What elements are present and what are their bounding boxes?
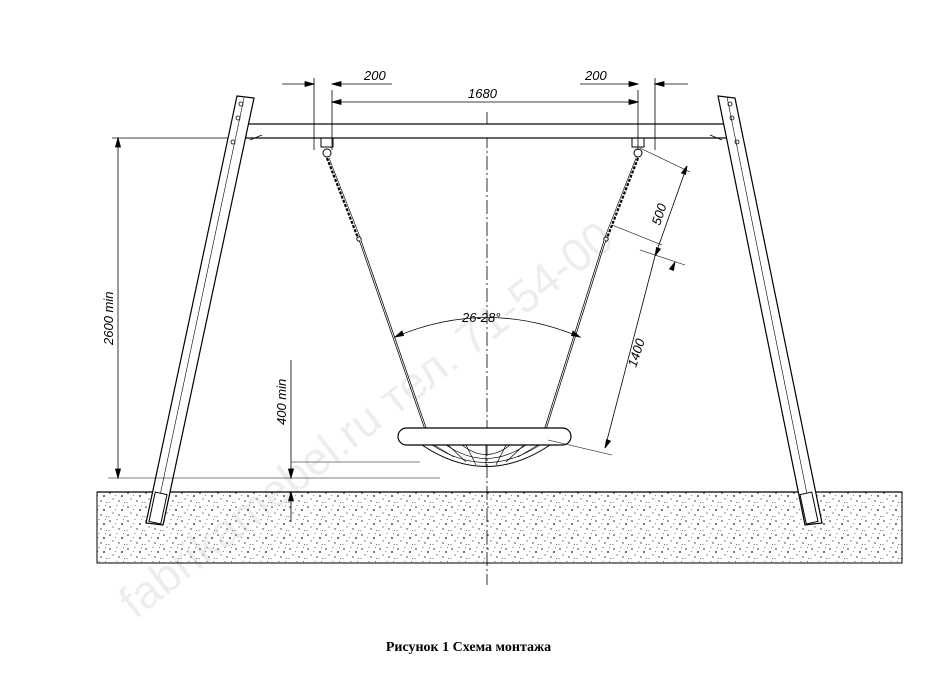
right-post <box>709 95 823 526</box>
nest-seat <box>397 427 572 467</box>
dim-angle: 26-28° <box>461 310 500 325</box>
ground-block <box>96 491 903 564</box>
crossbar <box>245 123 729 139</box>
dimension-lines <box>108 78 691 522</box>
dim-span: 1680 <box>468 86 498 101</box>
dim-chain-length: 500 <box>649 201 670 227</box>
dim-clearance: 400 min <box>274 379 289 425</box>
figure-caption: Рисунок 1 Схема монтажа <box>385 640 552 655</box>
left-suspension <box>320 137 428 431</box>
watermark-text: fabrikamebel.ru тел. 71-54-00 <box>109 211 622 628</box>
left-post <box>145 95 263 526</box>
dim-right-offset: 200 <box>584 68 607 83</box>
dim-height: 2600 min <box>101 292 116 346</box>
dim-rope-length: 1400 <box>625 336 648 369</box>
dim-left-offset: 200 <box>363 68 386 83</box>
